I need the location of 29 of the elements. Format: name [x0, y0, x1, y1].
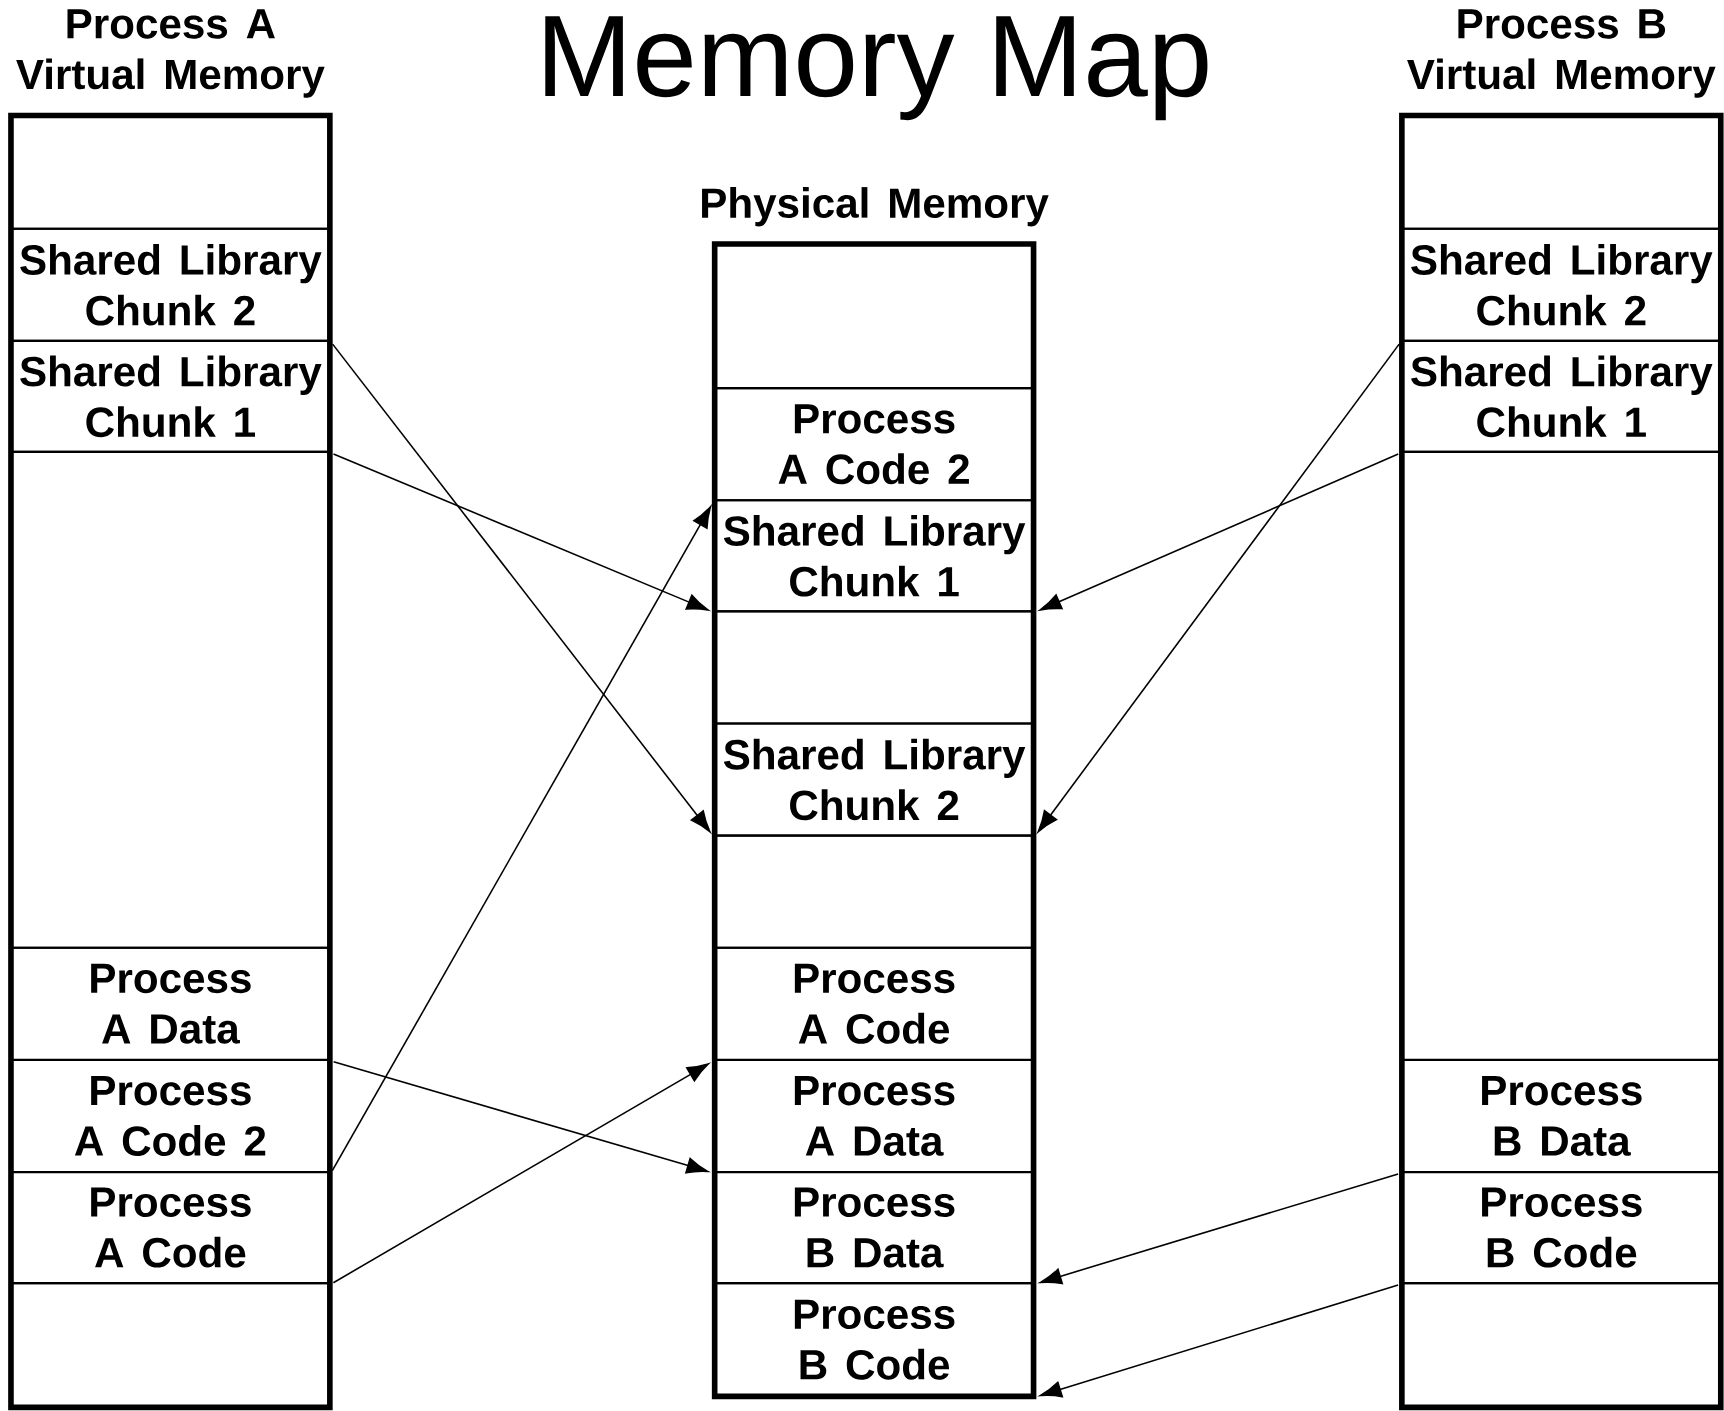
arrow [1037, 343, 1400, 833]
memory-segment: Process A Data [9, 946, 331, 1061]
memory-segment: Process A Code 2 [713, 387, 1035, 502]
arrow [1039, 1284, 1399, 1398]
arrow [332, 1060, 709, 1174]
memory-segment: Shared Library Chunk 1 [713, 499, 1035, 613]
arrow [332, 453, 709, 611]
memory-segment: Shared Library Chunk 2 [1400, 227, 1722, 342]
title: Memory Map [545, 16, 1208, 121]
memory-segment: Process B Code [1400, 1171, 1722, 1285]
memory-segment: Process A Code [713, 946, 1035, 1061]
memory-segment: Process A Code [9, 1171, 331, 1285]
node-label: Process A Virtual Memory [16, 9, 325, 98]
memory-segment: Process A Data [713, 1058, 1035, 1174]
memory-segment: Process A Code 2 [9, 1058, 331, 1174]
memory-segment: Shared Library Chunk 2 [9, 227, 331, 342]
arrow [1039, 453, 1400, 611]
memory-segment: Process B Data [1400, 1058, 1722, 1174]
memory-segment: Process B Data [713, 1171, 1035, 1285]
node-label: Physical Memory [702, 187, 1049, 227]
arrow [331, 505, 712, 1172]
memory-segment: Shared Library Chunk 2 [713, 722, 1035, 837]
arrow [1039, 1173, 1399, 1285]
arrow [331, 343, 711, 833]
memory-segment: Shared Library Chunk 1 [9, 339, 331, 453]
memory-segment: Shared Library Chunk 1 [1400, 339, 1722, 453]
node-label: Process B Virtual Memory [1407, 9, 1716, 98]
memory-segment: Process B Code [713, 1282, 1035, 1398]
arrow [332, 1063, 709, 1284]
